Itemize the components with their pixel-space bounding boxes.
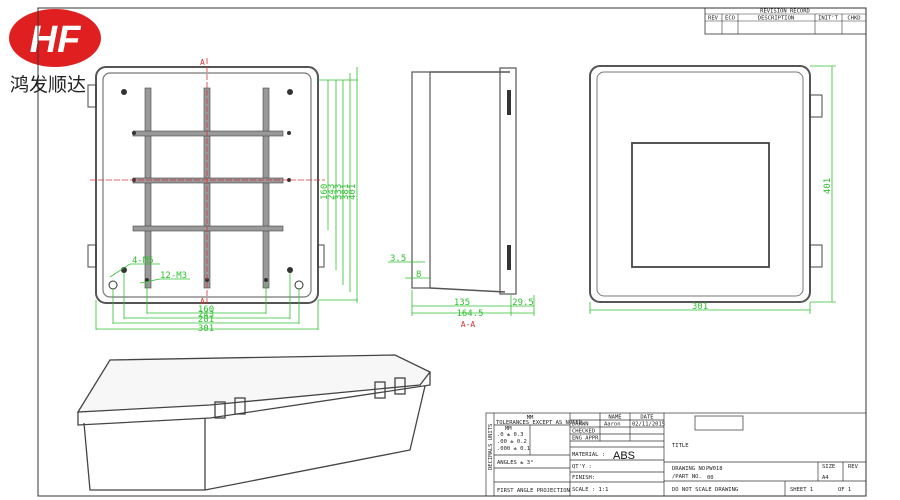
- title-block-qty-label: QT'Y :: [572, 464, 592, 470]
- title-block-of: OF 1: [838, 487, 851, 493]
- top-view: A A 160 243 281 301 160 243 333 381 401 …: [87, 58, 358, 334]
- title-block-size-label: SIZE: [822, 464, 835, 470]
- title-block-material-label: MATERIAL :: [572, 452, 605, 458]
- title-block-drawn-date: 02/11/2015: [632, 422, 665, 428]
- section-label: A-A: [461, 320, 476, 329]
- title-block-side-label: DECIMALS UNITS: [488, 424, 494, 470]
- revision-record: REVISION RECORD REV ECO DESCRIPTION INIT…: [704, 7, 867, 35]
- callout-4-m5: 4-M5: [132, 256, 154, 266]
- title-block-projection: FIRST ANGLE PROJECTION: [497, 488, 570, 494]
- material-value: ABS: [613, 450, 635, 462]
- title-block-title-label: TITLE: [672, 443, 689, 449]
- dim-281: 281: [198, 315, 214, 325]
- title-block-size: A4: [822, 475, 829, 481]
- title-block-part-no-label: /PART NO.: [672, 474, 702, 480]
- vdim-3: 333: [334, 184, 344, 200]
- vdim-4: 381: [341, 184, 351, 200]
- vdim-5: 401: [348, 184, 358, 200]
- isometric-view: [76, 354, 432, 491]
- revision-title: REVISION RECORD: [760, 9, 810, 15]
- title-block-drawing-no-label: DRAWING NO.: [672, 466, 708, 472]
- title-block-drawn-name: Aaron: [604, 422, 621, 428]
- title-block: [485, 412, 867, 497]
- section-marker-bottom: A: [200, 297, 205, 306]
- section-view: 3.5 8 135 29.5 164.5 A-A: [388, 67, 535, 329]
- title-block-tolerances-1: .0 ± 0.3: [497, 432, 524, 438]
- dim-160: 160: [198, 305, 214, 315]
- dim-8: 8: [416, 270, 421, 280]
- init-col: INIT'T: [818, 16, 839, 22]
- dim-29-5: 29.5: [512, 298, 534, 308]
- title-block-tolerances-2: .00 ± 0.2: [497, 439, 527, 445]
- title-block-part-no: 00: [707, 475, 714, 481]
- title-block-sheet: SHEET 1: [790, 487, 813, 493]
- title-block-drawn-label: DRAWN: [572, 422, 589, 428]
- title-block-unit: MM: [527, 415, 534, 421]
- title-block-date-header: DATE: [640, 415, 653, 421]
- title-block-note: DO NOT SCALE DRAWING: [672, 487, 738, 493]
- title-block-angles: ANGLES ± 3°: [497, 460, 533, 466]
- title-block-text: MM TOLERANCES EXCEPT AS NOTED .0 ± 0.3 .…: [488, 415, 859, 495]
- dim-135: 135: [454, 298, 470, 308]
- dim-width-301: 301: [692, 302, 708, 312]
- dim-301: 301: [198, 324, 214, 334]
- callout-12-m3: 12-M3: [160, 271, 187, 281]
- title-block-tolerance-header: TOLERANCES EXCEPT AS NOTED: [496, 420, 582, 426]
- dim-243: 243: [198, 310, 214, 320]
- chkd-col: CHKD: [847, 16, 860, 22]
- title-block-checked-label: CHECKED: [572, 429, 595, 435]
- rev-col: REV: [708, 16, 719, 22]
- section-marker-top: A: [200, 58, 205, 67]
- vdim-2: 243: [327, 184, 337, 200]
- front-view: 301 401: [589, 65, 836, 314]
- title-block-drawing-no: PW018: [706, 466, 723, 472]
- company-name: 鸿发顺达: [10, 74, 87, 96]
- title-block-tolerances-0: MM: [505, 426, 512, 432]
- title-block-rev-label: REV: [848, 464, 859, 470]
- dim-164-5: 164.5: [456, 309, 483, 319]
- title-block-eng-appr-label: ENG APPR: [572, 436, 599, 442]
- title-block-name-header: NAME: [608, 415, 621, 421]
- dim-height-401: 401: [823, 178, 833, 194]
- description-col: DESCRIPTION: [758, 16, 794, 22]
- dim-3-5: 3.5: [390, 254, 406, 264]
- title-block-scale-label: SCALE : 1:1: [572, 487, 608, 493]
- title-block-finish-label: FINISH:: [572, 475, 595, 481]
- eco-col: ECO: [725, 16, 735, 22]
- vdim-1: 160: [320, 184, 330, 200]
- title-block-tolerances-3: .000 ± 0.1: [497, 446, 530, 452]
